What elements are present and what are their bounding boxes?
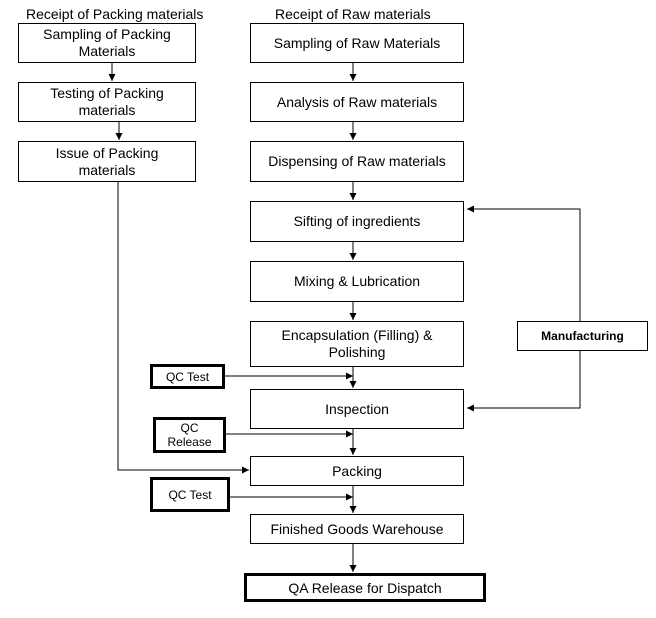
arrow-manufacturing-to-inspection: [467, 351, 581, 412]
box-packing: Packing: [250, 456, 464, 486]
box-sifting: Sifting of ingredients: [250, 201, 464, 242]
box-mixing-lubrication: Mixing & Lubrication: [250, 261, 464, 302]
header-receipt-packing: Receipt of Packing materials: [26, 6, 204, 22]
header-receipt-raw: Receipt of Raw materials: [275, 6, 431, 22]
arrow-issue-to-packing: [117, 182, 249, 474]
box-dispensing-raw: Dispensing of Raw materials: [250, 141, 464, 182]
box-analysis-raw: Analysis of Raw materials: [250, 82, 464, 122]
box-issue-packing: Issue of Packing materials: [18, 141, 196, 182]
box-qc-release: QC Release: [153, 417, 226, 453]
box-qc-test-2: QC Test: [150, 477, 230, 512]
box-inspection: Inspection: [250, 389, 464, 429]
box-qa-release-dispatch: QA Release for Dispatch: [244, 573, 486, 602]
box-manufacturing: Manufacturing: [517, 321, 648, 351]
box-finished-goods: Finished Goods Warehouse: [250, 514, 464, 544]
box-qc-test-1: QC Test: [150, 364, 225, 389]
box-testing-packing: Testing of Packing materials: [18, 82, 196, 122]
box-sampling-packing: Sampling of Packing Materials: [18, 23, 196, 63]
arrow-manufacturing-to-sifting: [467, 205, 581, 321]
box-sampling-raw: Sampling of Raw Materials: [250, 23, 464, 63]
box-encapsulation: Encapsulation (Filling) & Polishing: [250, 321, 464, 367]
